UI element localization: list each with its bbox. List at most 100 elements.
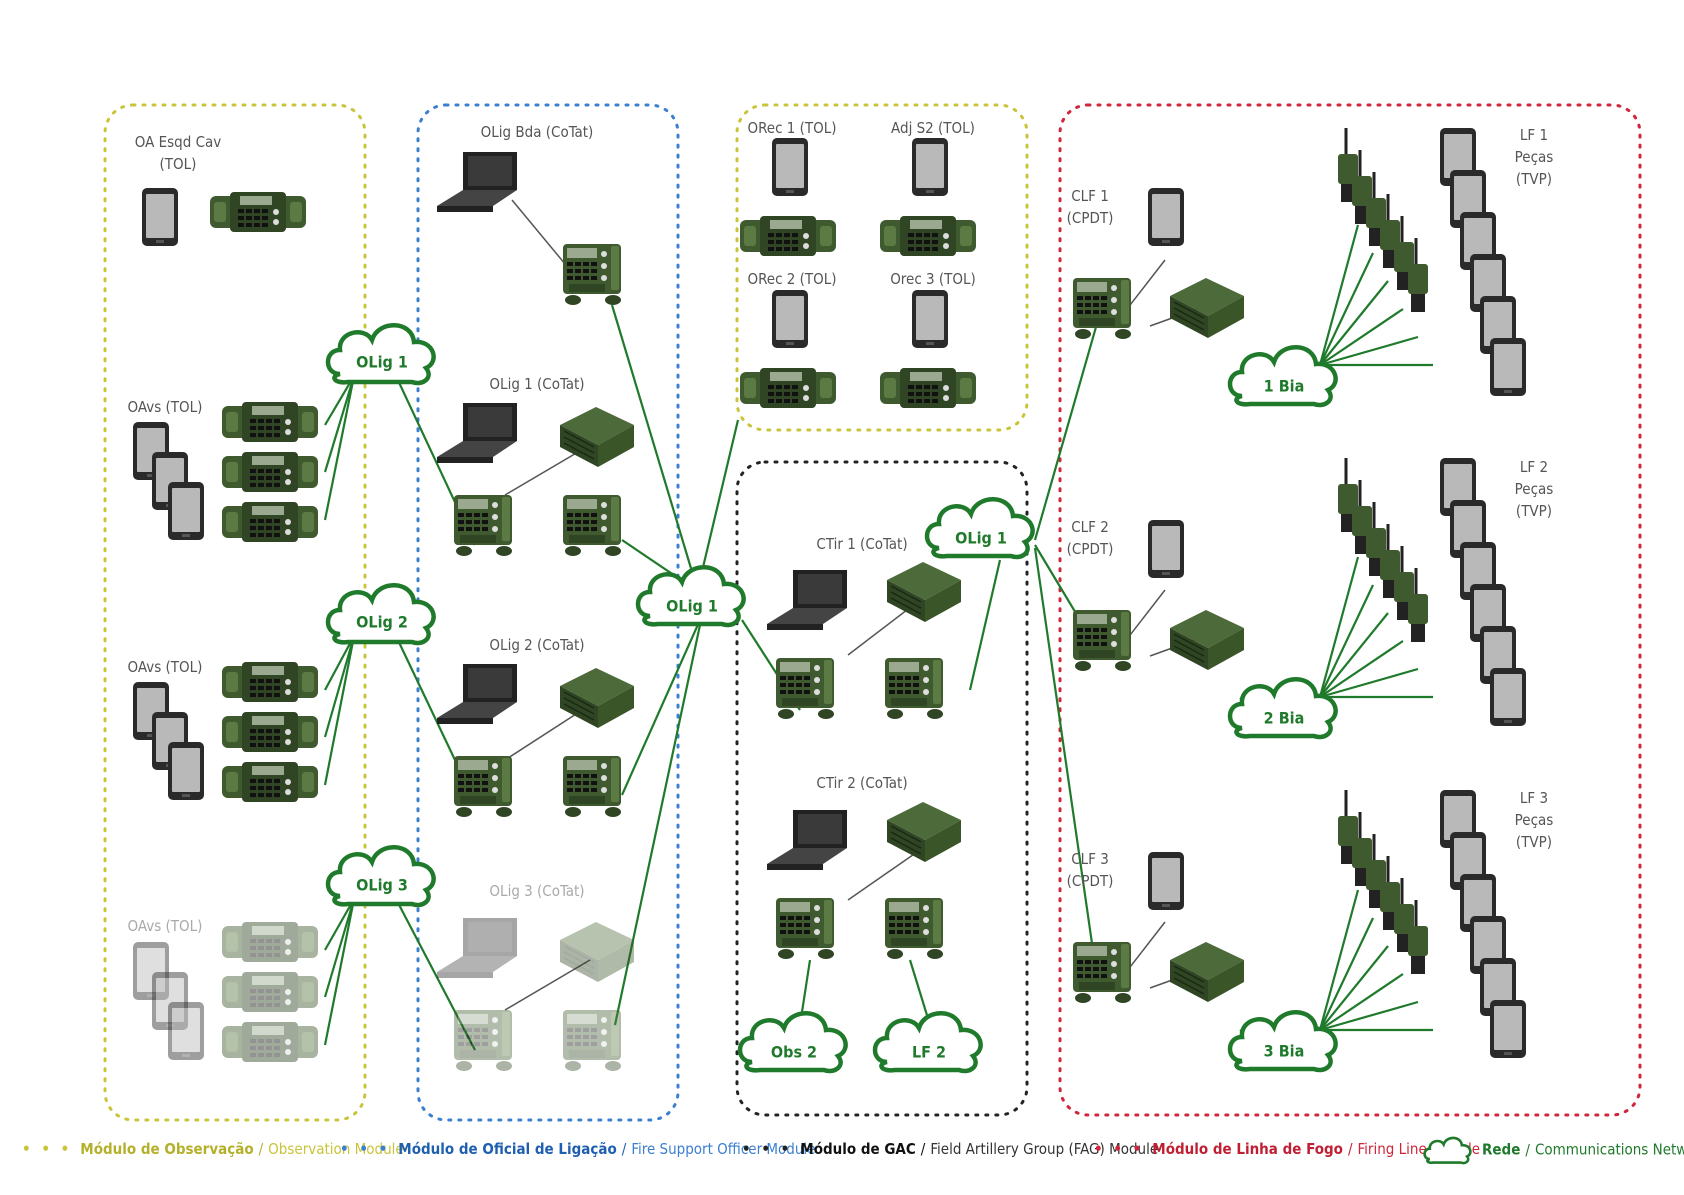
network-link: [1033, 319, 1100, 541]
legend-gac-dots: • • •: [742, 1140, 793, 1158]
legend-observation-pt: Módulo de Observação: [80, 1140, 254, 1158]
label-olig-bda: OLig Bda (CoTat): [480, 123, 594, 141]
legend-gac: • • • Módulo de GAC/Field Artillery Group…: [742, 1140, 1158, 1158]
radio-icon: [222, 712, 318, 752]
cloud-label-obs-2: Obs 2: [770, 1042, 818, 1062]
network-link: [1319, 280, 1389, 366]
label-clf-2: CLF 2: [1071, 518, 1109, 536]
radio-icon: [880, 216, 976, 256]
laptop-icon: [437, 918, 517, 978]
legend-gac-en: Field Artillery Group (FAG) Module: [930, 1140, 1159, 1158]
network-link: [1319, 308, 1404, 366]
legend-fire-support-slash: /: [621, 1140, 627, 1158]
tablet-icon: [1490, 338, 1526, 396]
network-link: [323, 375, 356, 521]
vehicle-radio-icon: [563, 1010, 621, 1071]
network-link: [323, 898, 356, 998]
network-link: [908, 959, 932, 1026]
network-link: [698, 419, 740, 581]
legend-fire-support-dots: • • •: [340, 1140, 391, 1158]
legend-observation: • • • Módulo de Observação/Observation Mo…: [22, 1140, 404, 1158]
radio-icon: [222, 922, 318, 962]
network-link: [323, 635, 356, 786]
network-link: [324, 898, 355, 951]
radio-icon: [222, 662, 318, 702]
vehicle-radio-icon: [454, 1010, 512, 1071]
observation-module-box: [103, 103, 367, 1122]
label-lf-1: LF 1: [1519, 126, 1549, 144]
label-clf-1-sub: (CPDT): [1066, 209, 1114, 227]
cloud-label-olig-2-left: OLig 2: [356, 612, 408, 632]
network-link: [1319, 973, 1404, 1031]
label-olig-2-cotat: OLig 2 (CoTat): [489, 636, 585, 654]
vehicle-radio-icon: [776, 658, 834, 719]
legend-observation-dots: • • •: [22, 1140, 73, 1158]
network-link: [1319, 584, 1374, 698]
label-olig-1-cotat: OLig 1 (CoTat): [489, 375, 585, 393]
label-orec-3: Orec 3 (TOL): [890, 270, 976, 288]
radio-icon: [222, 972, 318, 1012]
legend-network-slash: /: [1525, 1140, 1530, 1159]
vehicle-radio-icon: [563, 495, 621, 556]
laptop-icon: [767, 810, 847, 870]
network-link: [1318, 556, 1360, 698]
legend-fire-support-pt: Módulo de Oficial de Ligação: [398, 1140, 617, 1158]
radio-icon: [740, 368, 836, 408]
cloud-label-olig-1-left: OLig 1: [356, 352, 408, 372]
cloud-label-lf-2: LF 2: [911, 1042, 947, 1062]
label-lf-3: LF 3: [1519, 789, 1549, 807]
server-icon: [1169, 277, 1245, 339]
legend-firing-line-slash: /: [1347, 1140, 1353, 1158]
tablet-icon: [168, 742, 204, 800]
vehicle-radio-icon: [563, 244, 621, 305]
vehicle-radio-icon: [454, 756, 512, 817]
laptop-icon: [437, 664, 517, 724]
tablet-icon: [1148, 520, 1184, 578]
tablet-icon: [1148, 852, 1184, 910]
legend-firing-line-pt: Módulo de Linha de Fogo: [1152, 1140, 1343, 1158]
laptop-icon: [437, 152, 517, 212]
network-link: [620, 619, 702, 796]
tablet-icon: [772, 290, 808, 348]
vehicle-radio-icon: [885, 898, 943, 959]
radio-icon: [222, 402, 318, 442]
vehicle-radio-icon: [1073, 942, 1131, 1003]
legend-observation-slash: /: [258, 1140, 264, 1158]
server-icon: [559, 667, 635, 729]
legend-network-en: Communications Network: [1534, 1140, 1684, 1159]
fire-support-module-box: [416, 103, 680, 1122]
legend-gac-pt: Módulo de GAC: [800, 1140, 916, 1158]
network-link: [323, 375, 356, 473]
label-lf-2-pecas: Peças: [1514, 480, 1554, 498]
network-link: [323, 635, 356, 738]
network-link: [1319, 612, 1389, 698]
server-icon: [1169, 941, 1245, 1003]
network-link: [1319, 945, 1389, 1031]
laptop-icon: [767, 570, 847, 630]
radio-icon: [222, 1022, 318, 1062]
legend-network: Rede/Communications Network: [1422, 1134, 1684, 1166]
cloud-label-olig-3-left: OLig 3: [356, 875, 408, 895]
tablet-icon: [912, 138, 948, 196]
legend-gac-slash: /: [920, 1140, 926, 1158]
legend-network-pt: Rede: [1482, 1140, 1521, 1159]
label-clf-2-sub: (CPDT): [1066, 540, 1114, 558]
network-link: [1319, 667, 1419, 699]
legend-observation-en: Observation Module: [268, 1140, 404, 1158]
network-link: [1319, 335, 1419, 367]
vehicle-radio-icon: [885, 658, 943, 719]
label-oavs-3: OAvs (TOL): [127, 917, 203, 935]
vehicle-radio-icon: [1073, 278, 1131, 339]
label-oavs-2: OAvs (TOL): [127, 658, 203, 676]
label-lf-3-pecas: Peças: [1514, 811, 1554, 829]
device-link: [847, 849, 921, 901]
label-lf-2: LF 2: [1519, 458, 1549, 476]
vehicle-radio-icon: [776, 898, 834, 959]
firing-line-module-box: [1058, 103, 1642, 1117]
cloud-label-bia-3: 3 Bia: [1263, 1041, 1305, 1061]
network-link: [1319, 917, 1374, 1031]
network-link: [968, 559, 1002, 691]
server-icon: [886, 561, 962, 623]
